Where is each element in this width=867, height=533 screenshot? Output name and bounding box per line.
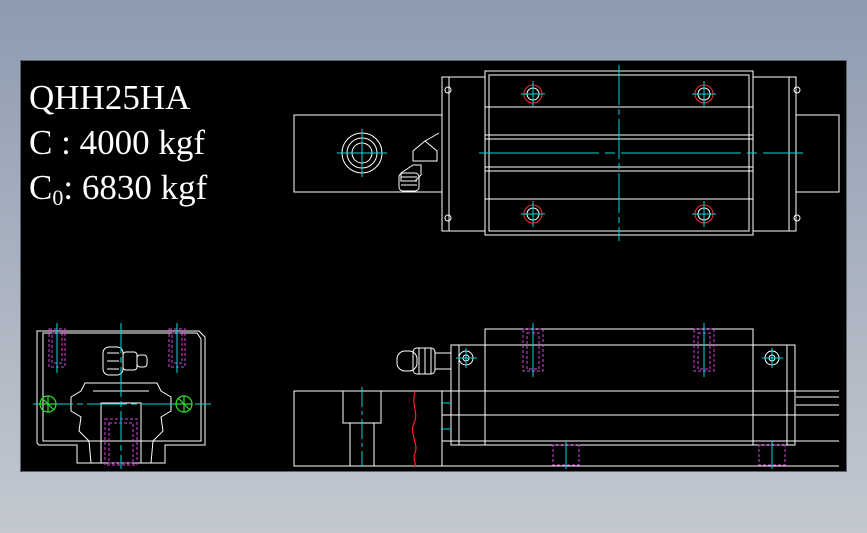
rail-section-left xyxy=(293,390,443,467)
end-view-centerlines xyxy=(33,323,211,469)
end-cap-left xyxy=(441,76,486,232)
grease-nipple-top xyxy=(398,132,440,192)
spec-block: QHH25HA C : 4000 kgf C0: 6830 kgf xyxy=(29,75,207,220)
static-load-rating: C0: 6830 kgf xyxy=(29,165,207,220)
dynamic-load-label: C xyxy=(29,123,53,162)
static-load-sep: : xyxy=(63,168,82,207)
end-view-outline xyxy=(36,330,206,464)
dynamic-load-sep: : xyxy=(52,123,80,162)
bolt-symbol-right xyxy=(175,395,193,413)
rail-profile xyxy=(70,382,172,464)
bolt-symbol-left xyxy=(39,395,57,413)
top-view-centerlines xyxy=(337,65,803,241)
side-end-cap-left xyxy=(450,344,486,446)
side-view-centerlines xyxy=(361,323,783,469)
grease-nipple-end xyxy=(102,346,148,376)
bolt-symbols xyxy=(39,395,193,413)
static-load-label: C xyxy=(29,168,53,207)
break-line xyxy=(412,390,417,468)
static-load-subscript: 0 xyxy=(52,185,64,210)
model-number: QHH25HA xyxy=(29,78,191,117)
dynamic-load-value: 4000 kgf xyxy=(79,123,205,162)
static-load-value: 6830 kgf xyxy=(81,168,208,207)
cad-drawing-canvas: QHH25HA C : 4000 kgf C0: 6830 kgf xyxy=(20,60,847,472)
grease-nipple-side xyxy=(396,347,452,375)
dynamic-load-rating: C : 4000 kgf xyxy=(29,120,207,165)
side-block-body xyxy=(484,328,754,446)
drawing-svg xyxy=(33,65,840,469)
end-view xyxy=(36,330,206,464)
end-cap-right xyxy=(752,76,797,232)
